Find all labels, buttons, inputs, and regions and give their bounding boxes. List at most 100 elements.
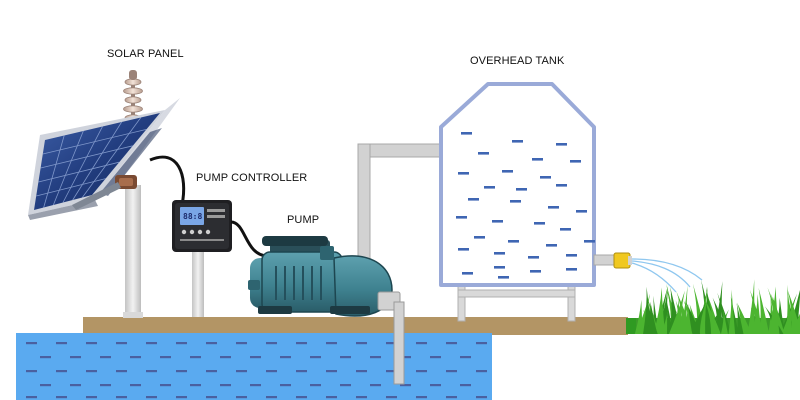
water-ripple — [116, 370, 127, 373]
solar-pole — [123, 185, 143, 318]
tank-water-dash — [548, 206, 559, 209]
water-ripple — [310, 384, 321, 387]
tank-water-dash — [502, 170, 513, 173]
water-ripple — [86, 396, 97, 399]
water-ripple — [206, 396, 217, 399]
overhead-tank-icon — [439, 82, 596, 322]
water-ripple — [476, 342, 487, 345]
overhead-tank-label: OVERHEAD TANK — [470, 55, 565, 67]
water-ripple — [160, 356, 171, 359]
water-ripple — [176, 396, 187, 399]
water-pump-icon — [248, 236, 393, 317]
water-ripple — [400, 356, 411, 359]
water-ripple — [280, 384, 291, 387]
tank-water-dash — [534, 222, 545, 225]
water-ripple — [446, 342, 457, 345]
water-ripple — [340, 356, 351, 359]
tank-water-dash — [461, 132, 472, 135]
tank-water-dash — [528, 256, 539, 259]
tank-water-dash — [530, 270, 541, 273]
water-ripple — [430, 356, 441, 359]
pump-label: PUMP — [287, 214, 320, 226]
water-ripple — [56, 342, 67, 345]
water-ripple — [130, 356, 141, 359]
water-ripple — [146, 396, 157, 399]
tank-water-dash — [468, 198, 479, 201]
water-ripple — [266, 396, 277, 399]
water-ripple — [310, 356, 321, 359]
tank-water-dash — [494, 266, 505, 269]
tank-water-dash — [510, 200, 521, 203]
water-ripple — [460, 356, 471, 359]
water-ripple — [236, 342, 247, 345]
water-ripple — [326, 342, 337, 345]
water-ripple — [56, 370, 67, 373]
water-ripple — [296, 342, 307, 345]
water-ripple — [26, 396, 37, 399]
water-ripple — [116, 396, 127, 399]
water-ripple — [236, 370, 247, 373]
solar-cable — [149, 155, 186, 206]
pump-controller-icon: 88:8 — [172, 200, 232, 252]
water-ripple — [56, 396, 67, 399]
water-ripple — [26, 342, 37, 345]
water-ripple — [160, 384, 171, 387]
water-ripple — [416, 396, 427, 399]
tank-water-dash — [474, 236, 485, 239]
water-ripple — [220, 384, 231, 387]
water-ripple — [386, 342, 397, 345]
water-ripple — [356, 370, 367, 373]
solar-panel-label: SOLAR PANEL — [107, 48, 184, 60]
water-ripple — [190, 384, 201, 387]
water-ripple — [416, 342, 427, 345]
water-ripple — [266, 342, 277, 345]
tank-water-dash — [494, 252, 505, 255]
water-ripple — [400, 384, 411, 387]
water-spray — [631, 258, 703, 293]
water-ripple — [356, 396, 367, 399]
water-ripple — [476, 370, 487, 373]
water-ripple — [370, 356, 381, 359]
water-ripple — [250, 384, 261, 387]
controller-display: 88:8 — [183, 212, 202, 221]
tank-water-dash — [566, 268, 577, 271]
suction-pipe — [377, 291, 405, 385]
water-reservoir — [16, 333, 492, 400]
water-ripple — [26, 370, 37, 373]
water-ripple — [340, 384, 351, 387]
pump-controller-label: PUMP CONTROLLER — [196, 172, 308, 184]
water-ripple — [100, 384, 111, 387]
tank-water-dash — [512, 140, 523, 143]
water-ripple — [280, 356, 291, 359]
tank-water-dash — [556, 143, 567, 146]
grass-field-icon — [634, 279, 800, 334]
tank-water-dash — [556, 184, 567, 187]
water-ripple — [100, 356, 111, 359]
water-ripple — [326, 396, 337, 399]
water-ripple — [116, 342, 127, 345]
water-ripple — [386, 396, 397, 399]
solar-panel-icon — [28, 98, 180, 220]
tank-water-dash — [492, 220, 503, 223]
water-ripple — [190, 356, 201, 359]
tank-water-dash — [478, 152, 489, 155]
water-ripple — [206, 342, 217, 345]
outlet-valve-icon — [593, 252, 632, 269]
tank-water-dash — [458, 248, 469, 251]
water-ripple — [296, 370, 307, 373]
water-ripple — [236, 396, 247, 399]
tank-water-dash — [516, 188, 527, 191]
water-ripple — [446, 370, 457, 373]
water-ripple — [176, 342, 187, 345]
water-ripple — [40, 356, 51, 359]
water-ripple — [460, 384, 471, 387]
water-ripple — [250, 356, 261, 359]
water-ripple — [266, 370, 277, 373]
water-ripple — [326, 370, 337, 373]
water-ripple — [220, 356, 231, 359]
tank-water-dash — [570, 160, 581, 163]
water-ripple — [146, 370, 157, 373]
tank-water-dash — [462, 272, 473, 275]
tank-water-dash — [540, 176, 551, 179]
